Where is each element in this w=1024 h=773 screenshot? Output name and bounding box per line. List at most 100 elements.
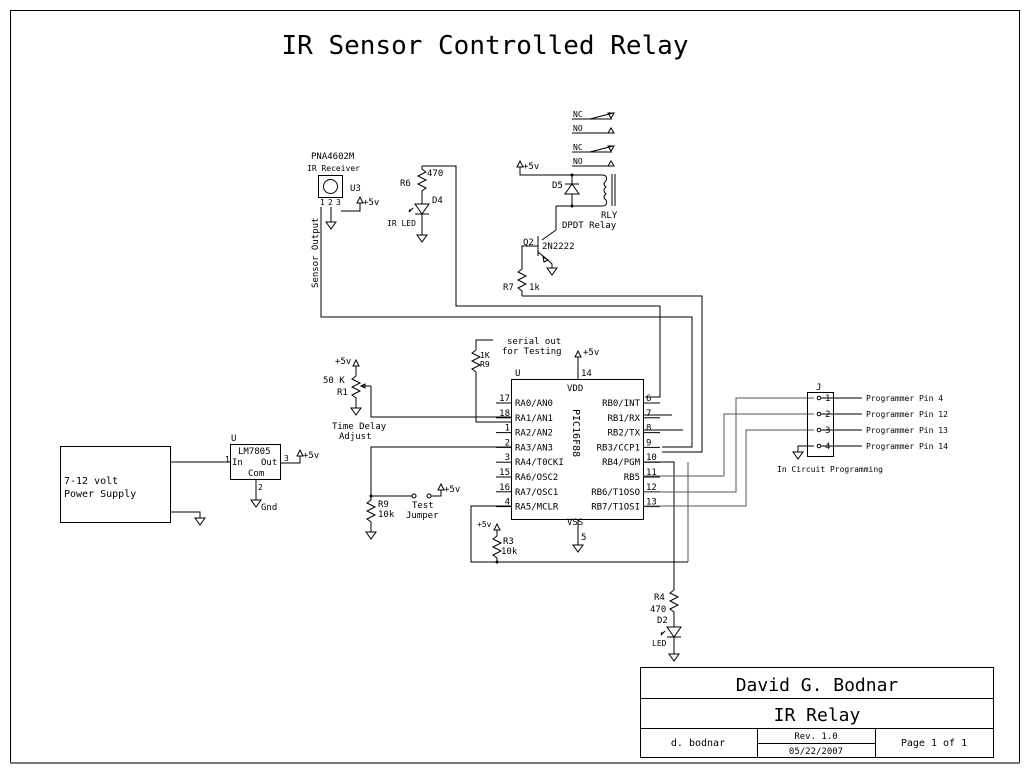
ir-receiver-pin-2: 2 [328,198,333,207]
icp-pin-num: 4 [825,442,830,452]
ir-led-ref: D4 [432,196,443,206]
ir-receiver-part: PNA4602M [311,152,355,162]
mcu-right-pin-name: RB0/INT [602,399,641,409]
ir-led-label: IR LED [387,219,416,228]
mcu-part: PIC16F88 [570,409,581,457]
transistor-circuit: Q2 2N2222 R7 1k [503,206,703,453]
jumper-contact-icon[interactable] [411,493,417,499]
icp-pin-num: 3 [825,426,830,436]
title-block-page: Page 1 of 1 [901,738,967,749]
ir-receiver-lens [323,179,338,194]
supply-arrow-icon [493,522,501,531]
pot-supply: +5v [335,357,351,367]
header-pin-icon [816,395,822,401]
mcu-left-pin-num: 1 [505,424,510,434]
regulator-supply: +5v [303,451,319,461]
transistor-ref: Q2 [523,238,534,248]
resistor-icon [668,589,680,627]
mcu-vss-pin: 5 [581,533,586,543]
header-pin-icon [816,427,822,433]
mcu-left-pin-num: 16 [499,483,510,493]
icp-pin-num: 2 [825,410,830,420]
relay-type: DPDT Relay [562,221,617,231]
status-led: R4 470 D2 LED [650,589,682,662]
mcu-right-pin-num: 13 [646,498,657,508]
mcu-right-pin-num: 11 [646,468,657,478]
relay-no-2: NO [573,157,583,166]
status-led-label: LED [652,639,667,648]
title-block-date: 05/22/2007 [789,747,843,757]
ground-icon [350,407,362,416]
relay-diode-ref: D5 [552,181,563,191]
mcu-vdd-label: VDD [567,384,583,394]
mcu-right-pin-name: RB3/CCP1 [597,443,640,453]
mcu-right-pin-name: RB2/TX [607,429,640,439]
mcu-left-pin-name: RA1/AN1 [515,414,553,424]
mcu-vss-label: VSS [567,518,583,528]
time-delay-pot: +5v 50 K R1 Time Delay Adjust [323,357,512,442]
serial-resistor-ref: R9 [480,360,490,369]
ir-led-resistor-value: 470 [427,169,443,179]
icp-pin-label: Programmer Pin 4 [866,394,943,403]
mcu-supply: +5v [583,348,599,358]
schematic-title: IR Sensor Controlled Relay [282,31,689,61]
serial-out: 1K R9 serial out for Testing [470,337,562,423]
status-led-ref: D2 [657,616,668,626]
mcu-right-pin-num: 8 [646,424,651,434]
ground-icon [792,451,804,460]
ground-icon [325,221,337,230]
ground-icon [668,653,680,662]
power-supply: 7-12 volt Power Supply [60,446,230,526]
serial-resistor-value: 1K [480,351,490,360]
power-supply-line1: 7-12 volt [64,476,118,487]
mcu-left-pin-name: RA4/T0CKI [515,458,564,468]
jumper-label-1: Test [412,501,434,511]
relay-nc-1: NC [573,110,583,119]
ir-receiver-body [318,175,343,198]
mcu-left-pin-num: 17 [499,394,510,404]
title-block-revision: Rev. 1.0 [794,732,837,742]
mcu-left-pin-num: 2 [505,438,510,448]
ir-led-resistor-ref: R6 [400,179,411,189]
mcu-left-pin-num: 4 [505,498,510,508]
ir-receiver-pin-1: 1 [320,198,325,207]
power-supply-box [60,446,171,523]
ir-receiver: PNA4602M IR Receiver U3 1 2 3 +5v Sensor… [307,152,693,448]
relay: NC NO NC NO +5v D5 RLY DPDT Relay [516,110,618,231]
resistor-icon [516,268,528,296]
relay-ref: RLY [601,211,618,221]
jumper-contact-icon[interactable] [426,493,432,499]
ir-led-circuit: R6 470 D4 IR LED [387,165,661,398]
mcu-right-pin-num: 7 [646,409,651,419]
icp-caption: In Circuit Programming [777,465,883,474]
regulator-body [230,444,281,480]
regulator-gnd-label: Gnd [261,503,277,513]
ir-receiver-label: IR Receiver [307,164,360,173]
supply-arrow-icon [296,448,304,457]
mcu-right-pin-name: RB6/T1OSO [591,488,640,498]
mcu-left-pin-num: 15 [499,468,510,478]
status-led-resistor-value: 470 [650,605,666,615]
mcu-left-pin-name: RA5/MCLR [515,503,559,513]
mcu-right-pin-num: 6 [646,394,651,404]
serial-label-1: serial out [507,337,561,347]
relay-coil-icon [601,174,607,207]
ground-icon [572,544,584,553]
mcu-left-pin-name: RA6/OSC2 [515,473,558,483]
supply-arrow-icon [352,358,360,367]
jumper-resistor-ref: R9 [378,500,389,510]
ir-receiver-supply: +5v [363,198,379,208]
mcu-right-pin-num: 12 [646,483,657,493]
relay-supply: +5v [523,162,539,172]
mcu-right-pin-name: RB4/PGM [602,458,641,468]
mcu-left-pin-num: 18 [499,409,510,419]
sheet-border [10,10,1020,763]
relay-no-1: NO [573,124,583,133]
header-pin-icon [816,411,822,417]
mclr-resistor-ref: R3 [503,537,514,547]
resistor-icon [491,535,503,562]
jumper-supply: +5v [444,485,460,495]
mcu-right-pin-num: 10 [646,453,657,463]
